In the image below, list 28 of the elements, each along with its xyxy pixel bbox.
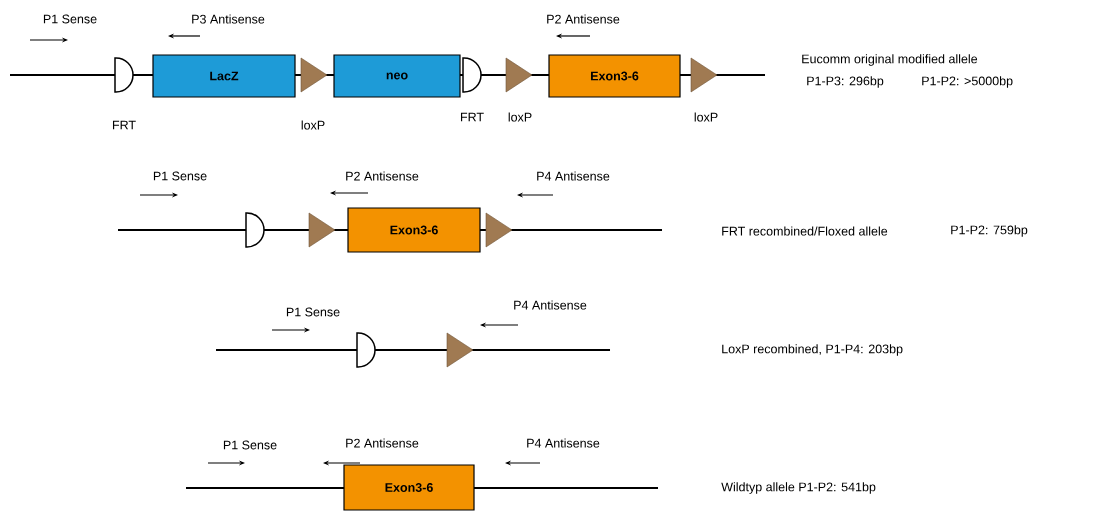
label-text: LoxP recombined, P1-P4: 203bp [722,344,903,356]
label-text: P4 Antisense [514,300,587,310]
label-text: loxP [508,112,532,122]
label-text: P2 Antisense [346,438,419,448]
label-text: P2 Antisense [346,171,419,181]
label-text: FRT recombined/Floxed allele [722,226,888,236]
label-text: P3 Antisense [192,14,265,24]
label-text: P1 Sense [43,14,97,24]
gene-box: Exon3-6 [343,464,475,511]
gene-box: Exon3-6 [347,207,481,253]
label-text: P4 Antisense [537,171,610,181]
label-text: loxP [694,112,718,122]
label-text: P1 Sense [153,171,207,181]
label-text: Wildtyp allele P1-P2: 541bp [721,482,876,494]
label-text: P1 Sense [286,307,340,317]
label-text: P1-P2: 759bp [951,225,1028,237]
label-text: P4 Antisense [527,438,600,448]
gene-box: neo [333,54,461,98]
label-text: P2 Antisense [547,14,620,24]
gene-box: Exon3-6 [548,54,681,98]
label-text: loxP [301,120,325,130]
gene-box: LacZ [152,54,296,98]
label-text: P1-P3: 296bp [807,76,884,88]
label-text: Eucomm original modified allele [802,54,978,66]
label-text: P1-P2: >5000bp [922,76,1013,88]
label-text: P1 Sense [223,440,277,450]
label-text: FRT [113,120,136,130]
label-text: FRT [461,112,484,122]
